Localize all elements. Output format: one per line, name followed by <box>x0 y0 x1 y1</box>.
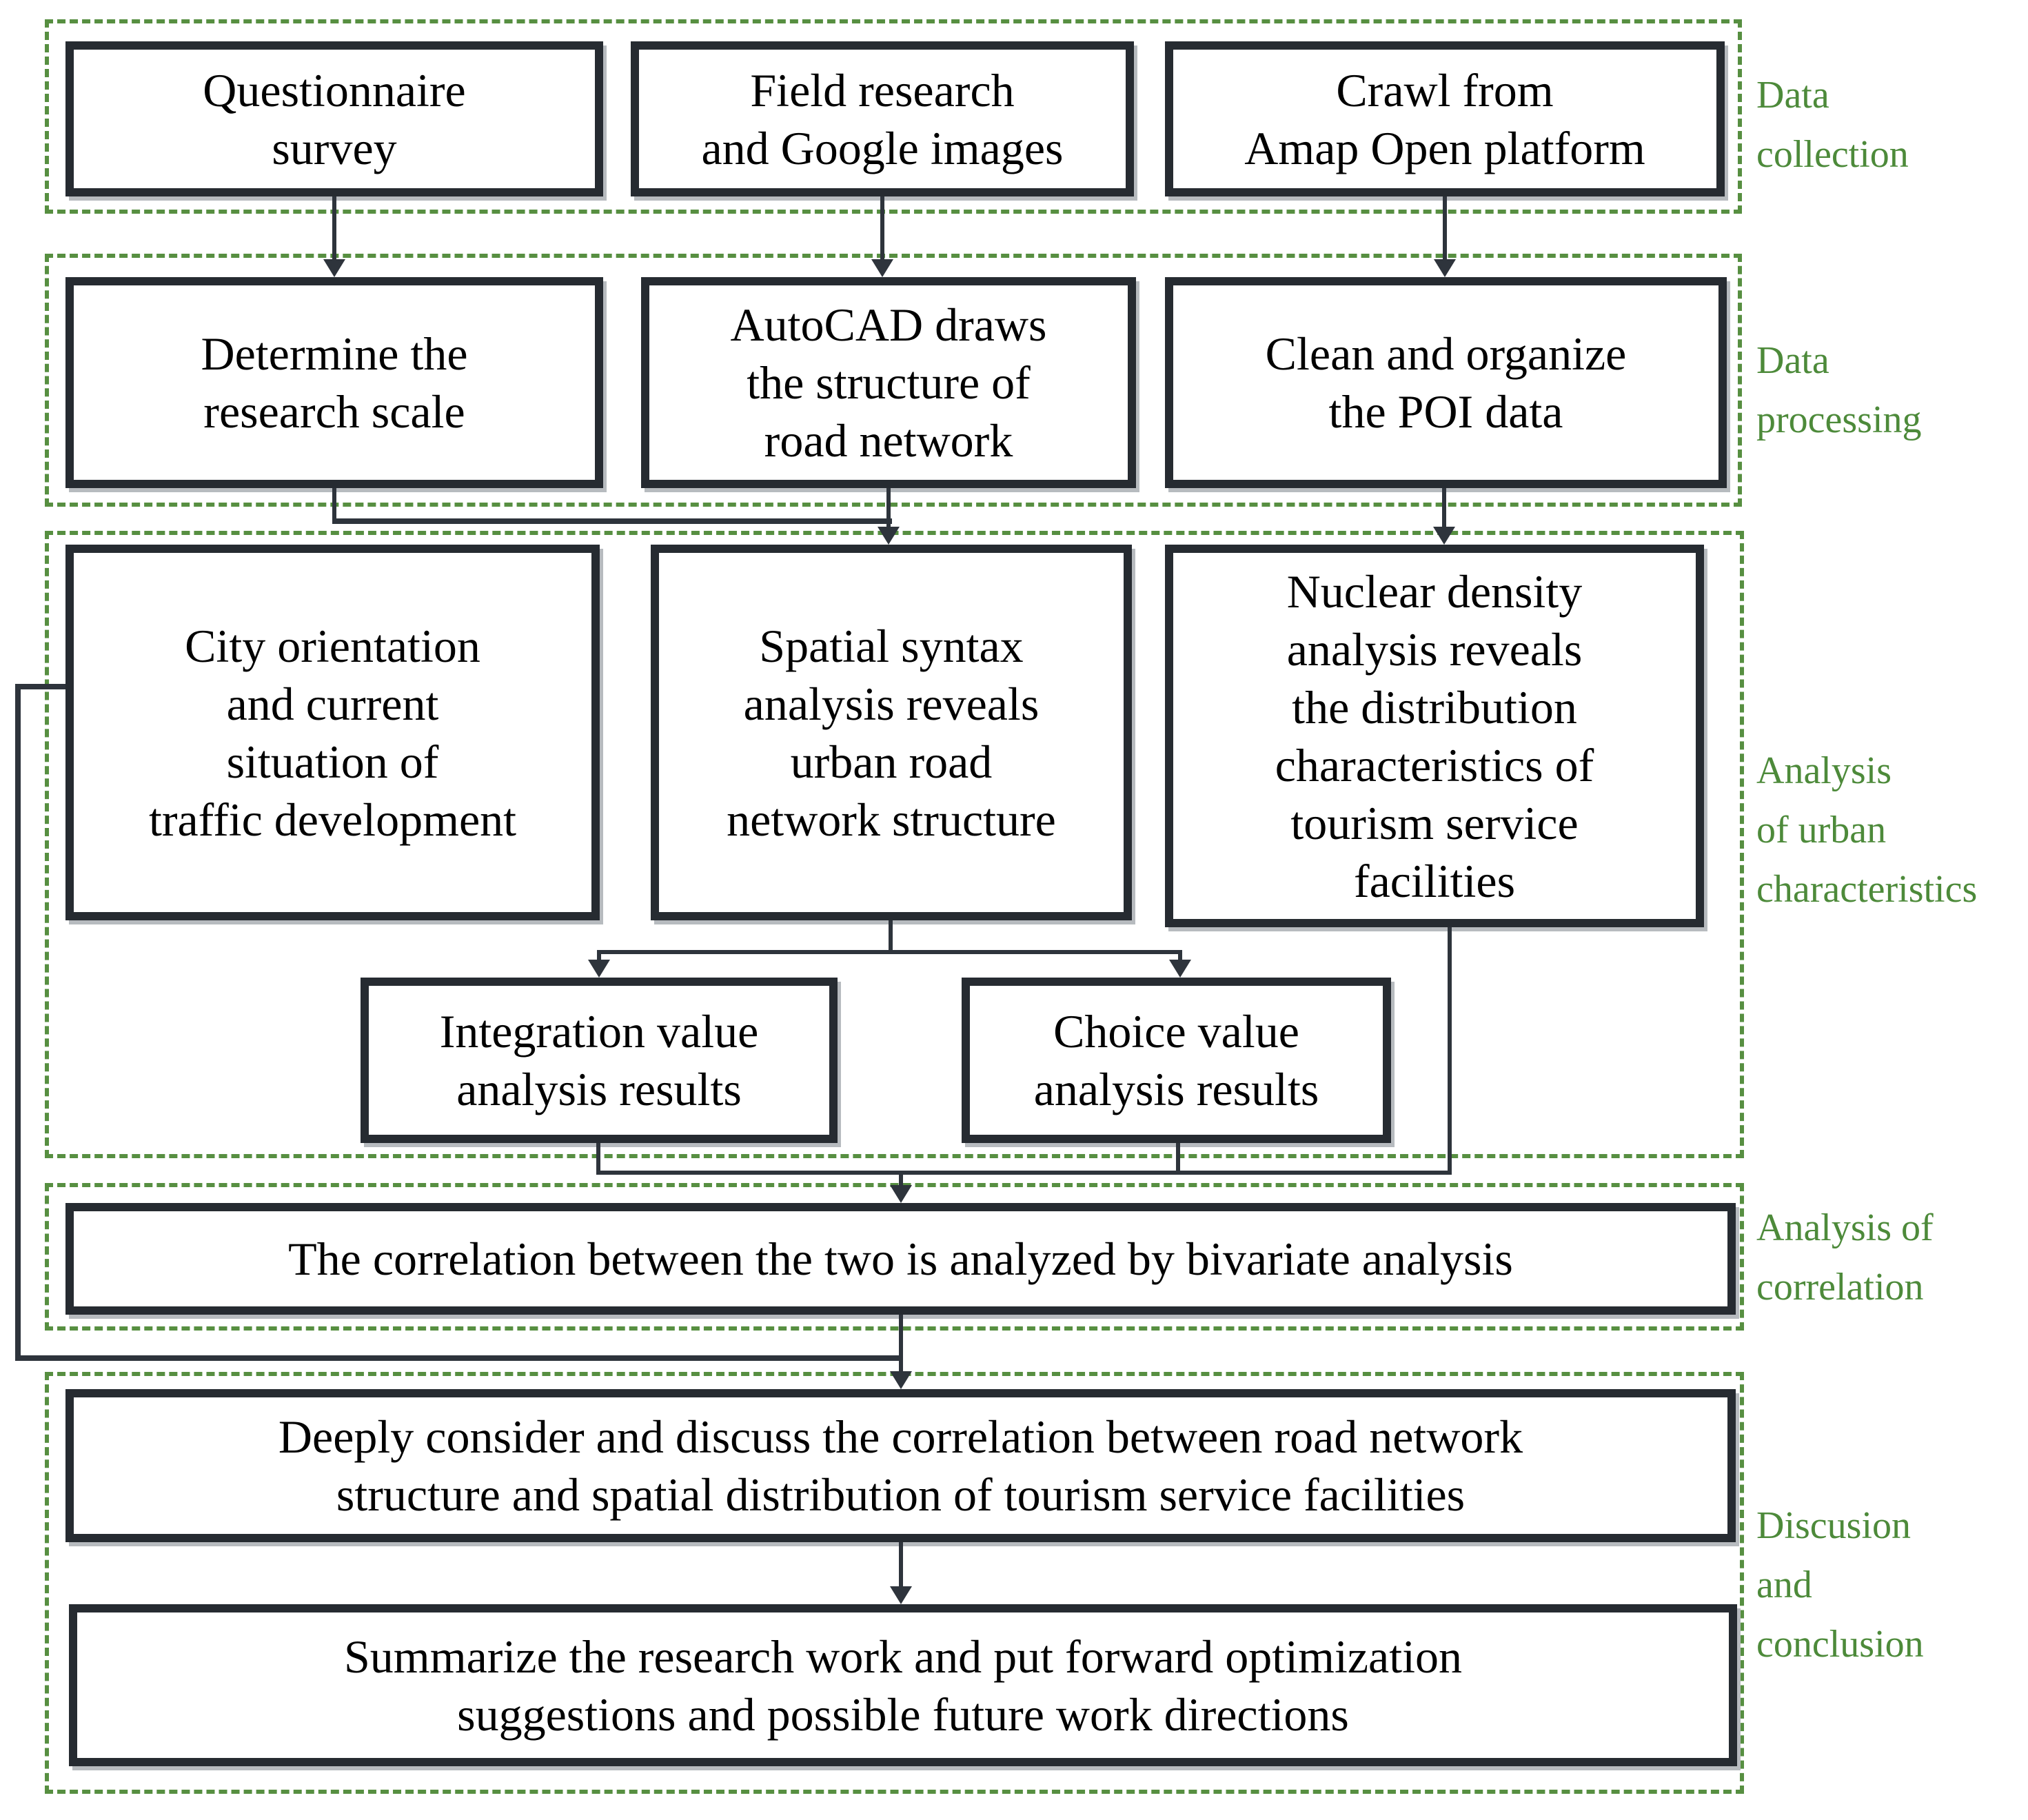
arrowhead-down <box>890 1185 912 1203</box>
connector-splitter-horizontal <box>597 950 1182 954</box>
node-bivariate-correlation: The correlation between the two is analy… <box>65 1203 1736 1315</box>
connector-determine-elbow-down <box>332 488 336 524</box>
connector-collector-horizontal <box>596 1171 1452 1175</box>
node-deeply-consider-text: Deeply consider and discuss the correlat… <box>278 1410 1523 1521</box>
connector-choice-down <box>1176 1143 1180 1175</box>
connector-crawl-clean <box>1443 196 1447 259</box>
node-deeply-consider: Deeply consider and discuss the correlat… <box>65 1389 1736 1542</box>
connector-field-autocad <box>880 196 884 259</box>
connector-autocad-spatial <box>886 488 891 528</box>
arrowhead-down <box>871 259 893 277</box>
arrowhead-down <box>1433 527 1455 545</box>
arrowhead-down <box>1169 960 1191 978</box>
connector-collector-correlation <box>899 1171 903 1186</box>
connector-splitter-left-arm <box>597 950 601 961</box>
arrowhead-down <box>878 527 900 545</box>
connector-city-bypass-bottom <box>15 1355 903 1361</box>
section-frame-data-processing <box>45 254 1742 507</box>
connector-splitter-right-arm <box>1178 950 1182 961</box>
arrowhead-down <box>323 259 345 277</box>
node-bivariate-correlation-text: The correlation between the two is analy… <box>288 1233 1513 1285</box>
arrowhead-down <box>890 1371 912 1389</box>
node-summarize-text: Summarize the research work and put forw… <box>343 1630 1462 1741</box>
node-summarize: Summarize the research work and put forw… <box>69 1604 1737 1766</box>
connector-correlation-deeply <box>899 1315 903 1373</box>
arrowhead-down <box>1434 259 1456 277</box>
connector-questionnaire-determine <box>332 196 336 259</box>
connector-deeply-summarize <box>899 1542 903 1588</box>
connector-nuclear-down-rail <box>1448 927 1452 1175</box>
connector-determine-elbow-right <box>332 518 892 524</box>
connector-city-bypass-stub <box>17 684 65 689</box>
connector-clean-nuclear <box>1442 488 1446 528</box>
section-frame-data-collection <box>45 19 1742 214</box>
connector-integration-down <box>596 1143 600 1175</box>
arrowhead-down <box>588 960 610 978</box>
connector-spatial-splitter-down <box>889 920 893 953</box>
connector-city-bypass-rail <box>15 684 21 1361</box>
arrowhead-down <box>890 1586 912 1604</box>
